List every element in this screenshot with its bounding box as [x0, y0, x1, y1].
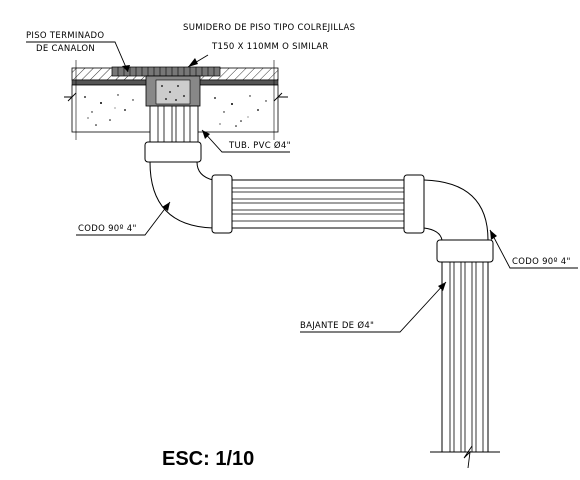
label-tub-pvc: TUB. PVC Ø4" — [228, 140, 291, 151]
downpipe — [430, 261, 500, 469]
label-piso-terminado-1: PISO TERMINADO — [26, 31, 104, 41]
label-sumidero-2: T150 X 110MM O SIMILAR — [211, 42, 329, 52]
scale-label: ESC: 1/10 — [162, 448, 254, 470]
elbow-left — [144, 141, 233, 234]
label-codo-left: CODO 90º 4" — [78, 224, 137, 234]
pvc-pipe-short — [149, 105, 199, 143]
label-piso-terminado-2: DE CANALON — [36, 44, 95, 54]
elbow-right — [403, 174, 494, 263]
label-bajante: BAJANTE DE Ø4" — [300, 320, 374, 331]
label-codo-right: CODO 90º 4" — [512, 257, 571, 267]
horizontal-pipe — [231, 179, 405, 229]
label-sumidero-1: SUMIDERO DE PISO TIPO COLREJILLAS — [183, 23, 355, 33]
leader-lines — [26, 41, 578, 333]
floor-drain — [111, 66, 221, 107]
